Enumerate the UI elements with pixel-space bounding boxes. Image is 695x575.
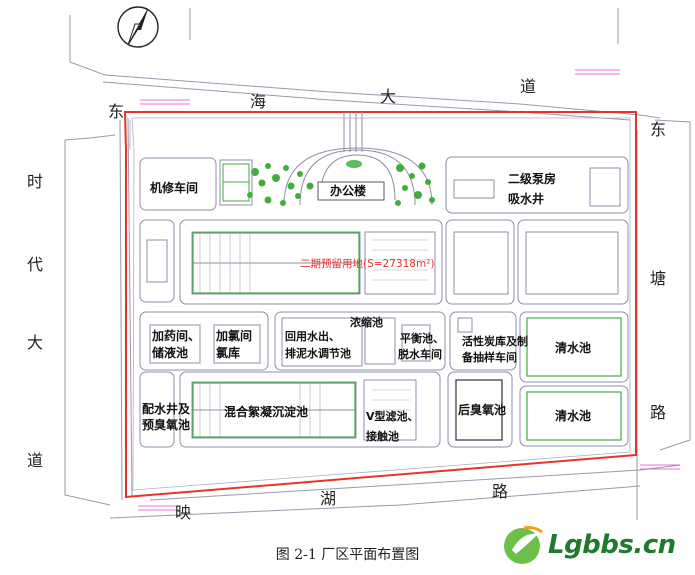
site-boundary-inner bbox=[131, 117, 631, 491]
label-v-filter: V型滤池、 bbox=[366, 409, 419, 423]
watermark-logo: Lgbbs.cn bbox=[498, 520, 690, 570]
label-mixing-sedimentation: 混合絮凝沉淀池 bbox=[224, 404, 308, 419]
label-distribution-well: 配水井及 bbox=[142, 401, 191, 416]
tree-cluster bbox=[247, 162, 435, 206]
watermark-text: Lgbbs.cn bbox=[548, 530, 676, 560]
label-dosing-room: 加药间、 bbox=[151, 328, 200, 343]
label-reserved-land: 二期预留用地(S=27318m²) bbox=[300, 257, 435, 270]
road-name-east-2: 塘 bbox=[650, 269, 666, 288]
label-balance-tank: 平衡池、 bbox=[400, 331, 444, 345]
road-name-south-2: 湖 bbox=[320, 489, 336, 508]
label-post-ozone: 后臭氧池 bbox=[458, 402, 506, 417]
label-pump-house-2: 二级泵房 bbox=[508, 171, 556, 186]
leaf-logo-icon bbox=[504, 526, 543, 564]
road-name-south-1: 映 bbox=[175, 503, 191, 522]
road-name-north-4: 道 bbox=[520, 77, 536, 96]
road-name-west-3: 大 bbox=[27, 333, 43, 352]
road-name-east-1: 东 bbox=[650, 120, 666, 139]
plant-blocks bbox=[139, 156, 629, 448]
label-sampling-room: 备抽样车间 bbox=[461, 350, 517, 364]
fountain-icon bbox=[346, 160, 362, 168]
road-name-north-3: 大 bbox=[380, 87, 396, 106]
road-name-south-3: 路 bbox=[492, 482, 508, 501]
green-tank-outlines bbox=[192, 232, 622, 441]
label-suction-well: 吸水井 bbox=[508, 191, 544, 206]
road-name-north-2: 海 bbox=[250, 92, 266, 111]
tank-hatching bbox=[199, 232, 428, 438]
label-dewatering-room: 脱水车间 bbox=[398, 347, 442, 361]
survey-markers bbox=[138, 69, 680, 511]
label-contact-tank: 接触池 bbox=[366, 429, 399, 443]
label-thickener: 浓缩池 bbox=[350, 315, 383, 329]
road-outlines bbox=[64, 8, 691, 520]
site-boundary bbox=[123, 111, 637, 499]
label-chlorination-room: 加氯间 bbox=[215, 328, 252, 343]
label-carbon-store: 活性炭库及制 bbox=[462, 334, 528, 348]
label-clear-water-tank-2: 清水池 bbox=[555, 408, 591, 423]
road-name-east-3: 路 bbox=[650, 403, 666, 422]
road-name-west-1: 时 bbox=[27, 172, 43, 191]
label-sludge-tank: 排泥水调节池 bbox=[285, 346, 351, 360]
label-repair-workshop: 机修车间 bbox=[150, 180, 198, 195]
north-arrow-icon bbox=[117, 6, 159, 48]
label-clear-water-tank-1: 清水池 bbox=[555, 340, 591, 355]
figure-caption: 图 2-1 厂区平面布置图 bbox=[275, 547, 420, 563]
road-name-north-1: 东 bbox=[108, 102, 124, 121]
label-office-building: 办公楼 bbox=[330, 183, 366, 198]
label-preozone-tank: 预臭氧池 bbox=[142, 417, 190, 432]
label-chlorine-store: 氯库 bbox=[216, 345, 240, 360]
label-storage-tank: 储液池 bbox=[152, 345, 188, 360]
road-name-west-2: 代 bbox=[27, 255, 43, 274]
label-recycle-water: 回用水出、 bbox=[285, 329, 340, 343]
road-name-west-4: 道 bbox=[27, 451, 43, 470]
